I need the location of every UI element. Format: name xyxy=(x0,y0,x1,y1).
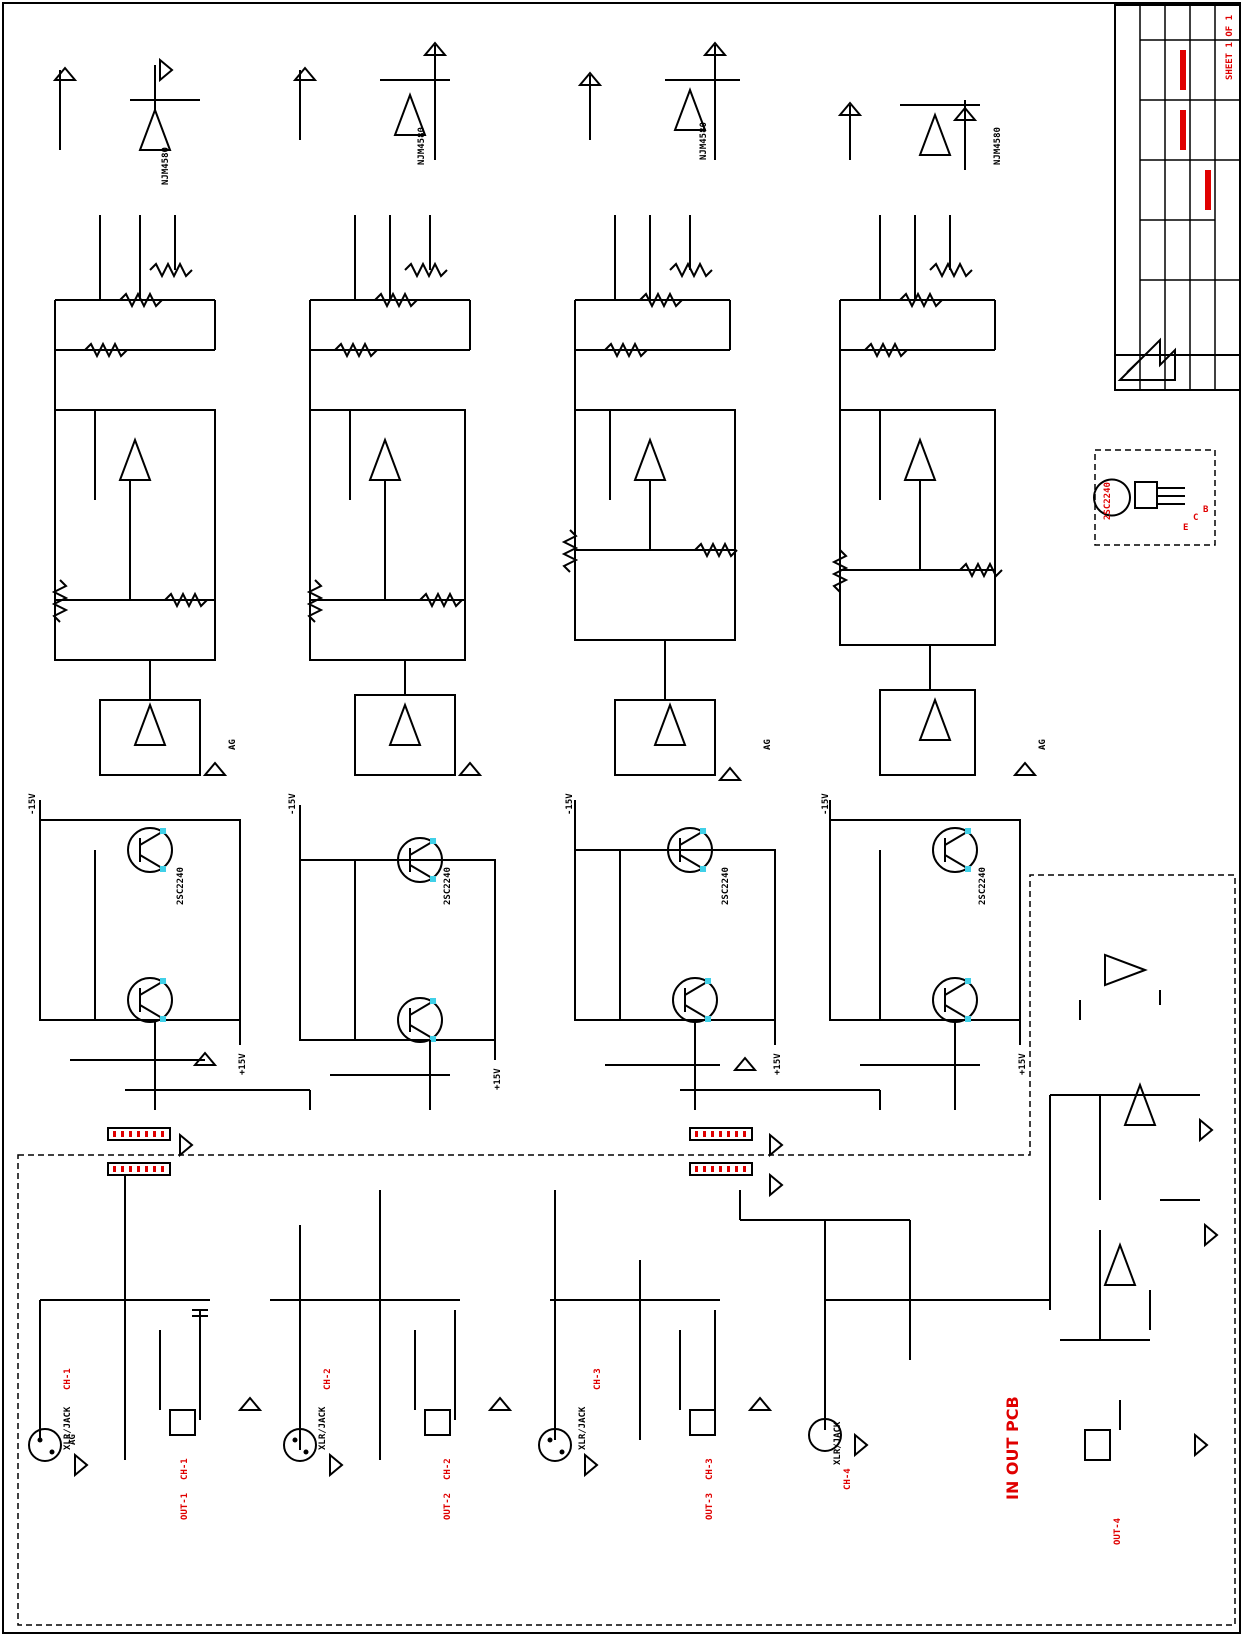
ground-label-1: AG xyxy=(68,1434,78,1445)
channel-3 xyxy=(563,42,880,1110)
channel-4 xyxy=(829,100,1036,1110)
transistor-label-3: 2SC2240 xyxy=(721,867,731,905)
input-jack-1: CH-1 CH-1 xyxy=(28,1175,261,1480)
ch2-label: CH-2 xyxy=(443,1458,453,1480)
sheet-label: SHEET 1 OF 1 xyxy=(1225,15,1235,80)
company-logo xyxy=(1117,337,1176,381)
pin-e-label: E xyxy=(1183,523,1188,533)
jack1-tag: CH-1 xyxy=(63,1368,73,1390)
return-label: OUT-4 xyxy=(1113,1517,1123,1545)
return-amp: OUT-4 xyxy=(1049,954,1218,1545)
opamp-label-2: NJM4580 xyxy=(417,127,427,165)
supply-minus-1: -15V xyxy=(28,793,38,815)
out-label-1: OUT-1 xyxy=(180,1493,190,1520)
out-label-2: OUT-2 xyxy=(443,1493,453,1520)
input-jack-2: CH-2 CH-2 xyxy=(270,1190,511,1480)
ch1-label: CH-1 xyxy=(180,1458,190,1480)
pcb-label: IN OUT PCB xyxy=(1003,1396,1022,1500)
supply-plus-3: +15V xyxy=(773,1053,783,1075)
opamp-label-3: NJM4580 xyxy=(699,122,709,160)
transistor-pinout-box: E C B 2SC2240 xyxy=(1093,449,1216,546)
connector-cn1 xyxy=(107,1127,193,1156)
ch3-label: CH-3 xyxy=(705,1458,715,1480)
jack-label-4: XLR/JACK xyxy=(833,1421,843,1465)
transistor-part-label: 2SC2240 xyxy=(1103,482,1113,520)
supply-plus-1: +15V xyxy=(238,1053,248,1075)
supply-minus-3: -15V xyxy=(565,793,575,815)
ground-label-3: AG xyxy=(763,739,773,750)
channel-2 xyxy=(294,42,496,1110)
connector-cn3 xyxy=(107,1162,171,1176)
connector-cn4 xyxy=(689,1162,783,1196)
channel-1 xyxy=(39,59,310,1110)
input-jack-4: CH-4 xyxy=(739,1190,1050,1490)
pin-b-label: B xyxy=(1203,505,1209,515)
jack-label-1: XLR/JACK xyxy=(63,1406,73,1450)
supply-minus-2: -15V xyxy=(288,793,298,815)
out-label-3: OUT-3 xyxy=(705,1493,715,1520)
transistor-label-2: 2SC2240 xyxy=(443,867,453,905)
jack3-tag: CH-3 xyxy=(593,1368,603,1390)
transistor-label-4: 2SC2240 xyxy=(978,867,988,905)
input-jack-3: CH-3 CH-3 xyxy=(538,1190,771,1480)
opamp-label-4: NJM4580 xyxy=(993,127,1003,165)
jack-label-2: XLR/JACK xyxy=(318,1406,328,1450)
supply-plus-4: +15V xyxy=(1018,1053,1028,1075)
ch4-label: CH-4 xyxy=(843,1468,853,1490)
ground-label-4: AG xyxy=(1038,739,1048,750)
supply-minus-4: -15V xyxy=(821,793,831,815)
transistor-label-1: 2SC2240 xyxy=(176,867,186,905)
jack2-tag: CH-2 xyxy=(323,1368,333,1390)
in-out-pcb-region: IN OUT PCB xyxy=(17,874,1236,1626)
title-block: SHEET 1 OF 1 xyxy=(1114,4,1241,391)
opamp-label-1: NJM4580 xyxy=(161,147,171,185)
pin-c-label: C xyxy=(1193,513,1198,523)
connector-cn2 xyxy=(689,1127,783,1156)
jack-label-3: XLR/JACK xyxy=(578,1406,588,1450)
supply-plus-2: +15V xyxy=(493,1068,503,1090)
ground-label-2: AG xyxy=(228,739,238,750)
